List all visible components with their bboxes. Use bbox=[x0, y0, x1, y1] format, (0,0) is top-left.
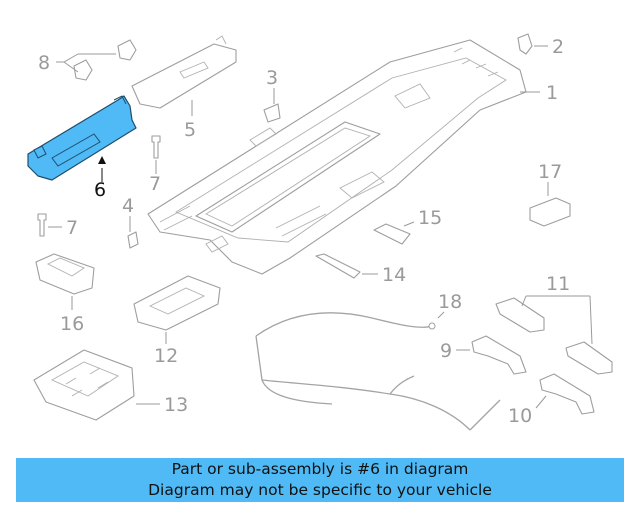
bolt-part-7b[interactable] bbox=[37, 213, 47, 237]
banner-line-1: Part or sub-assembly is #6 in diagram bbox=[171, 460, 469, 478]
sun-visor-highlight bbox=[27, 95, 137, 181]
callout-1: 1 bbox=[546, 82, 558, 104]
callout-7b: 7 bbox=[66, 217, 78, 239]
switch-part-17[interactable] bbox=[529, 197, 571, 227]
bracket-part-11a[interactable] bbox=[495, 297, 545, 333]
callout-16: 16 bbox=[60, 313, 84, 335]
bracket-part-3[interactable] bbox=[263, 103, 281, 123]
sun-visor-part-6[interactable] bbox=[27, 95, 137, 181]
sun-visor-part-5[interactable] bbox=[131, 35, 237, 109]
callout-5: 5 bbox=[184, 119, 196, 141]
clip-part-4[interactable] bbox=[127, 231, 139, 249]
holder-part-8b[interactable] bbox=[73, 59, 93, 81]
callout-6: 6 bbox=[94, 179, 106, 201]
callout-12: 12 bbox=[154, 345, 178, 367]
lens-part-16[interactable] bbox=[35, 253, 95, 295]
cover-part-15[interactable] bbox=[373, 223, 411, 245]
map-lamp-part-13[interactable] bbox=[33, 349, 135, 421]
bracket-part-11b[interactable] bbox=[565, 341, 613, 375]
callout-18: 18 bbox=[438, 291, 462, 313]
callout-14: 14 bbox=[382, 264, 406, 286]
callout-13: 13 bbox=[164, 394, 188, 416]
callout-17: 17 bbox=[538, 161, 562, 183]
holder-part-8a[interactable] bbox=[117, 39, 137, 61]
callout-3: 3 bbox=[266, 67, 278, 89]
callout-8: 8 bbox=[38, 52, 50, 74]
callout-10: 10 bbox=[508, 405, 532, 427]
wiring-harness-part[interactable] bbox=[255, 312, 501, 431]
info-banner: Part or sub-assembly is #6 in diagram Di… bbox=[16, 458, 624, 502]
callout-11: 11 bbox=[546, 273, 570, 295]
grip-part-9[interactable] bbox=[471, 335, 527, 375]
grip-part-10[interactable] bbox=[539, 373, 595, 415]
strip-part-14[interactable] bbox=[315, 253, 361, 279]
callout-4: 4 bbox=[122, 195, 134, 217]
callout-7a: 7 bbox=[149, 173, 161, 195]
callout-2: 2 bbox=[552, 36, 564, 58]
console-part-12[interactable] bbox=[133, 275, 221, 331]
clip-part-2[interactable] bbox=[517, 33, 533, 55]
bolt-part-7a[interactable] bbox=[151, 135, 161, 159]
headliner-part[interactable] bbox=[147, 39, 527, 275]
banner-line-2: Diagram may not be specific to your vehi… bbox=[148, 481, 492, 499]
callout-15: 15 bbox=[418, 207, 442, 229]
callout-9: 9 bbox=[440, 340, 452, 362]
